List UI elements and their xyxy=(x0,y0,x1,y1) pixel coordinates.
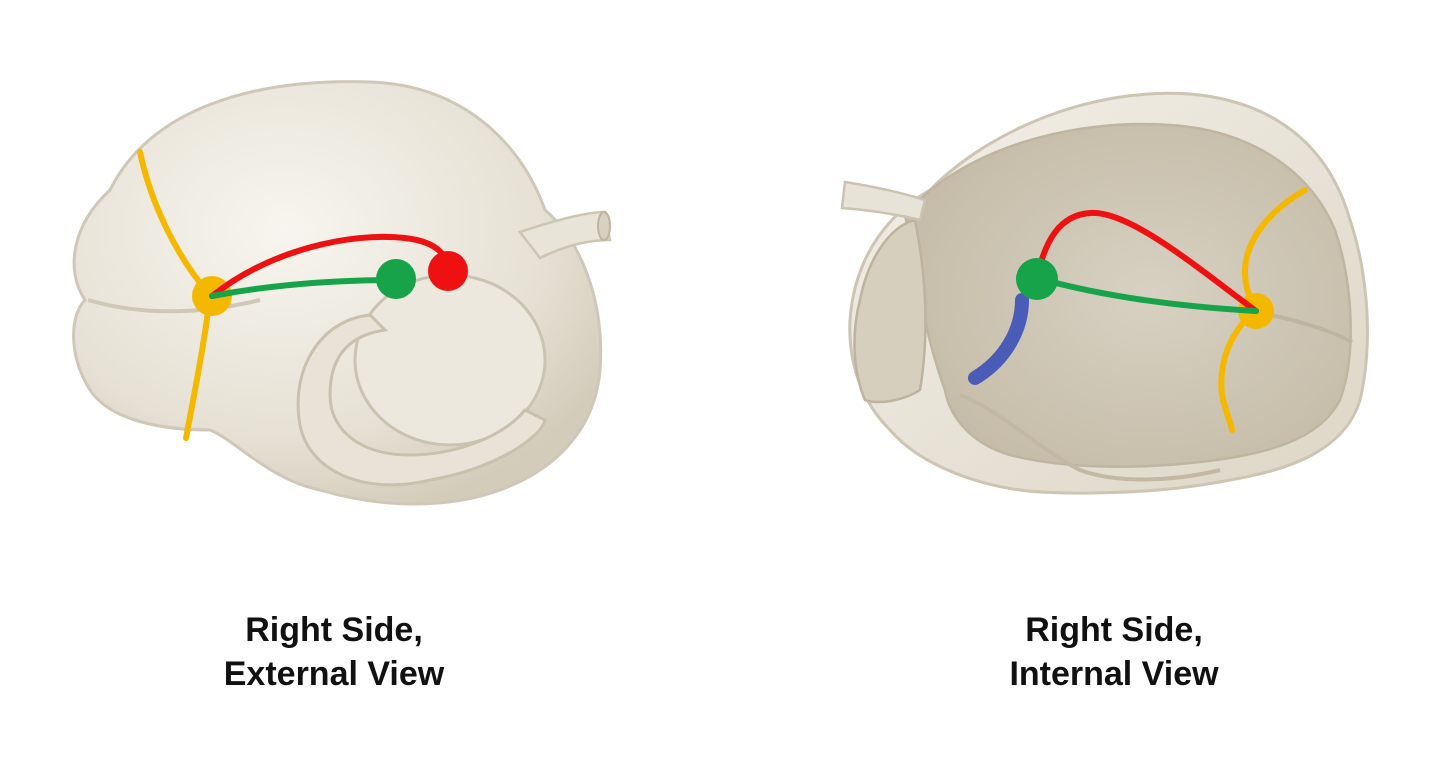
caption-internal-line1: Right Side, xyxy=(1025,611,1203,649)
longitudinal-groove xyxy=(87,298,261,314)
esophagus-stub-internal xyxy=(840,180,927,222)
caption-internal-line2: Internal View xyxy=(1009,655,1219,693)
green-pathway-line xyxy=(209,277,398,299)
esophagus-opening xyxy=(597,211,611,241)
abomasum-curve xyxy=(296,313,547,487)
stomach-external-view xyxy=(72,80,612,506)
green-endpoint-dot xyxy=(376,259,416,299)
caption-external-line1: Right Side, xyxy=(245,611,423,649)
stomach-internal-view xyxy=(840,91,1369,495)
blue-pathway-line xyxy=(968,293,1029,385)
red-endpoint-dot xyxy=(428,251,468,291)
caption-external-view: Right Side, External View xyxy=(124,608,544,696)
green-node-dot-internal xyxy=(1016,258,1058,300)
caption-internal-view: Right Side, Internal View xyxy=(904,608,1324,696)
ventral-ridge xyxy=(959,393,1221,482)
red-pathway-line-internal xyxy=(1034,209,1259,314)
caption-external-line2: External View xyxy=(223,655,445,693)
reticulum-fold xyxy=(853,218,927,404)
